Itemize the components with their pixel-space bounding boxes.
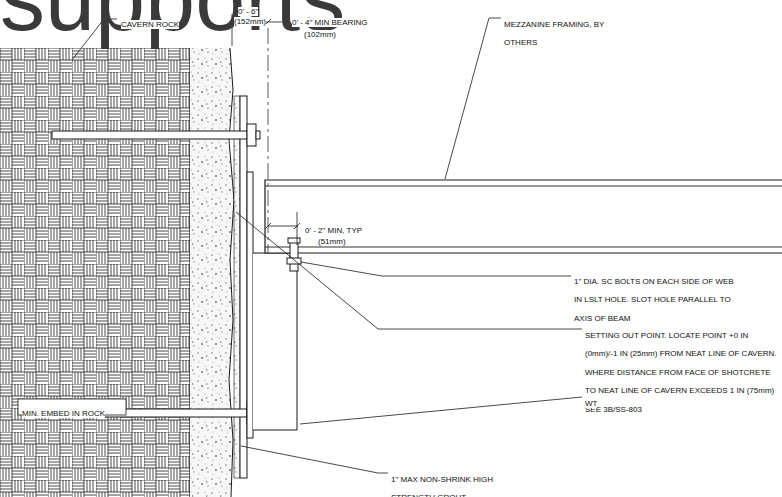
dimension-text: (152mm) — [234, 10, 266, 28]
label-text: MIN. EMBED IN ROCK — [22, 409, 105, 418]
steel-beam — [265, 180, 782, 253]
label-text: 1" DIA. SC BOLTS ON EACH SIDE OF WEB IN … — [574, 277, 734, 323]
bolt-shank — [290, 241, 298, 271]
anchor-end — [256, 131, 260, 139]
leader-line — [301, 262, 571, 276]
label-text: CAVERN ROCK — [121, 20, 179, 29]
dimension-line — [268, 226, 298, 227]
anchor-nut — [247, 124, 256, 146]
callout-note: SETTING OUT POINT. LOCATE POINT +0 IN (0… — [585, 324, 778, 416]
label-text: (51mm) — [318, 237, 346, 246]
leader-line — [241, 446, 388, 473]
leader-line — [300, 397, 582, 424]
callout-note: 1" DIA. SC BOLTS ON EACH SIDE OF WEB IN … — [574, 270, 739, 325]
leader-line — [445, 18, 501, 179]
shotcrete — [190, 48, 234, 497]
dimension-tick — [265, 223, 300, 229]
label-text: (102mm) — [304, 30, 336, 39]
beam-flange-line — [265, 247, 782, 248]
leader-line — [236, 212, 582, 329]
shotcrete-fill — [190, 48, 234, 497]
dimension-text: 0' - 6" — [238, 0, 258, 18]
anchor-bar — [52, 131, 247, 139]
callout-note: MEZZANINE FRAMING, BY OTHERS — [504, 13, 634, 50]
bolt-nut — [287, 258, 301, 264]
bolt-head — [288, 238, 300, 243]
label-text: 1" MAX NON-SHRINK HIGH STRENGTH GROUT — [391, 475, 493, 497]
material-label: CAVERN ROCK — [121, 13, 179, 31]
wt-flange — [247, 172, 253, 438]
beam-outline — [265, 180, 782, 253]
wt-stem — [253, 253, 297, 430]
label-text: (152mm) — [234, 17, 266, 26]
label-text: 0' - 2" MIN, TYP — [305, 226, 362, 235]
dimension-text: (102mm) — [304, 23, 336, 41]
dimension-text: (51mm) — [318, 230, 346, 248]
label-text: SETTING OUT POINT. LOCATE POINT +0 IN (0… — [585, 331, 777, 414]
centerline — [268, 28, 269, 253]
extension-line — [297, 212, 298, 245]
dimension-text: 0' - 2" MIN, TYP — [305, 219, 362, 237]
embed-plate — [240, 96, 247, 478]
sc-bolt — [287, 238, 301, 271]
label-text: 0' - 4" MIN BEARING — [292, 18, 368, 27]
label-text: 0' - 6" — [238, 7, 258, 16]
callout-note: MIN. EMBED IN ROCK — [22, 402, 105, 420]
cavern-rock — [0, 48, 190, 497]
beam-flange-line — [265, 186, 782, 187]
rock-hatch — [0, 48, 190, 497]
label-text: MEZZANINE FRAMING, BY OTHERS — [504, 20, 604, 47]
part-label: WT — [585, 392, 597, 410]
label-text: WT — [585, 399, 597, 408]
shotcrete-face — [229, 48, 234, 497]
grout-bed — [234, 96, 240, 478]
beam-body — [265, 180, 782, 253]
leader-lines — [72, 18, 582, 473]
callout-note: 1" MAX NON-SHRINK HIGH STRENGTH GROUT — [391, 468, 516, 497]
dimension-text: 0' - 4" MIN BEARING — [292, 11, 368, 29]
rock-anchor — [52, 124, 260, 146]
